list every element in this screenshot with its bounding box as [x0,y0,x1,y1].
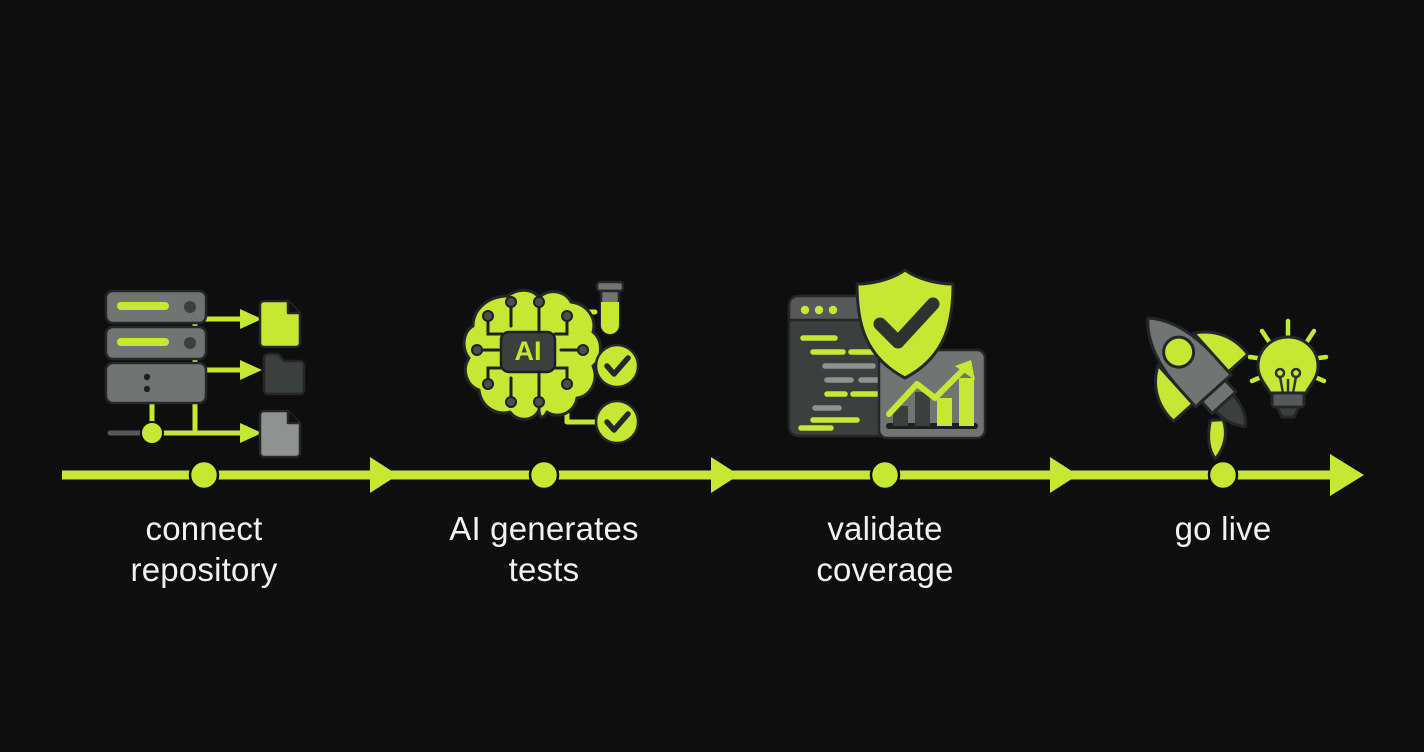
timeline-node-3 [869,459,901,491]
bar-chart-panel-icon [877,348,987,440]
step-label-validate-coverage: validate coverage [816,510,954,588]
timeline-arrow-1 [370,457,398,493]
shield-check-icon [855,268,955,380]
timeline-axis [0,440,1424,515]
step-label-ai-generates-tests: AI generates tests [449,510,639,588]
rocket-lightbulb-icon [1120,295,1330,461]
step-label-connect-repository: connect repository [130,510,278,588]
lightbulb-icon [1247,318,1329,419]
timeline-arrow-end [1330,454,1364,496]
ai-brain-icon: AI [455,278,645,448]
timeline-node-4 [1207,459,1239,491]
timeline-arrow-2 [711,457,739,493]
validate-coverage-icon [785,268,990,448]
test-tube-icon [595,280,625,336]
timeline-node-2 [528,459,560,491]
ai-chip-label: AI [515,336,542,366]
rocket-icon [1146,316,1250,461]
step-label-go-live: go live [1174,510,1272,547]
check-circle-icon [594,399,640,445]
check-circle-icon [594,343,640,389]
timeline-arrow-3 [1050,457,1078,493]
timeline-node-1 [188,459,220,491]
server-repository-icon [90,285,320,459]
